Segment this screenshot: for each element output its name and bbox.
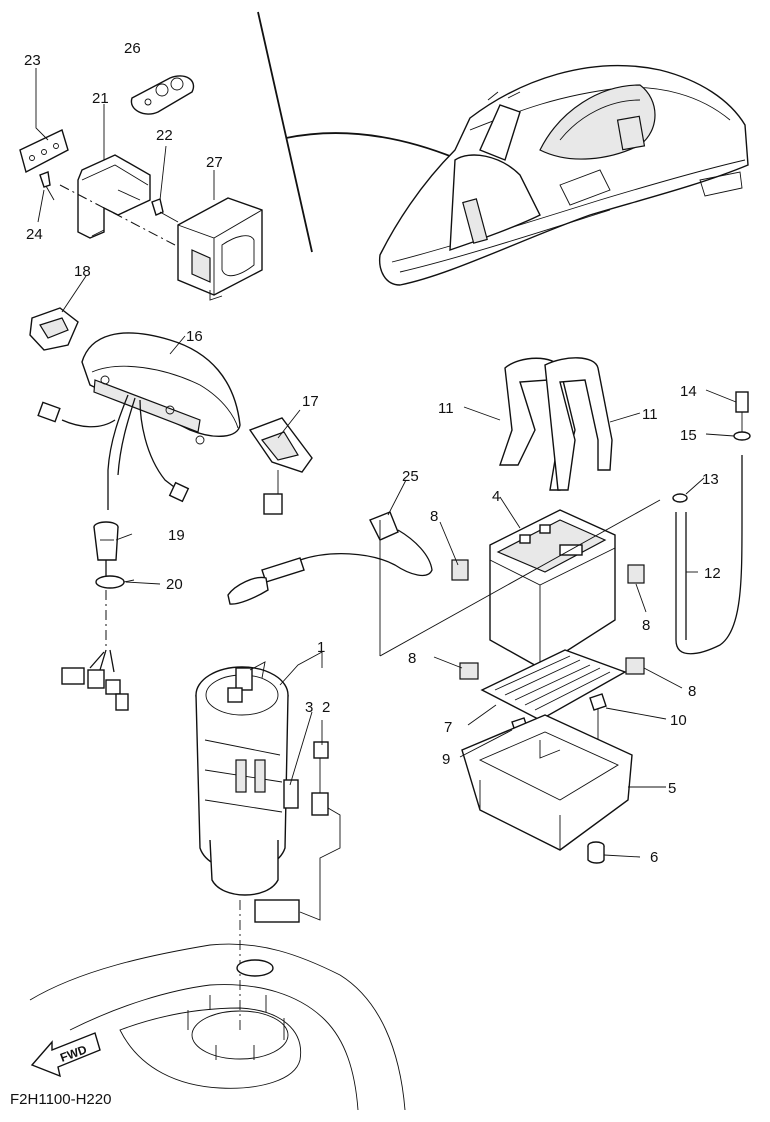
callout-24: 24 — [26, 226, 43, 243]
callout-18: 18 — [74, 263, 91, 280]
callout-3: 3 — [305, 699, 313, 716]
callout-leader-lines — [35, 68, 737, 858]
callout-11-right: 11 — [642, 406, 658, 423]
callout-1: 1 — [317, 639, 325, 656]
watercraft-illustration — [378, 64, 749, 286]
part-8-pad-right-upper — [627, 564, 645, 584]
fwd-arrow-icon: FWD — [30, 1032, 101, 1078]
part-26-remote-transmitter — [130, 75, 195, 115]
part-25-sensor — [227, 511, 433, 605]
part-4-battery — [489, 509, 616, 669]
callout-27: 27 — [206, 154, 223, 171]
callout-8-upper-left: 8 — [430, 508, 438, 525]
callout-17: 17 — [302, 393, 319, 410]
part-27-control-unit — [177, 197, 263, 301]
inset-divider-line — [257, 11, 313, 253]
figure-code: F2H1100-H220 — [10, 1091, 111, 1108]
part-11-battery-bands — [499, 357, 613, 491]
callout-12: 12 — [704, 565, 721, 582]
part-5-battery-box — [461, 714, 633, 851]
part-18-switch — [29, 307, 79, 351]
battery-assembly-line — [379, 499, 661, 657]
part-23-plate — [19, 129, 69, 174]
part-1-fuel-pump-assembly — [195, 661, 289, 1030]
part-15-clamp — [733, 431, 751, 441]
part-16-meter-assembly — [81, 332, 241, 445]
callouts: 1 2 3 4 5 6 7 8 8 8 8 9 10 11 11 12 13 1… — [24, 40, 721, 866]
part-21-bracket — [77, 154, 151, 239]
fuel-tank — [29, 943, 406, 1111]
callout-14: 14 — [680, 383, 697, 400]
callout-2: 2 — [322, 699, 330, 716]
part-17-switch — [248, 417, 313, 515]
callout-23: 23 — [24, 52, 41, 69]
inset-leader-line — [285, 132, 456, 159]
part-6-damper — [587, 841, 605, 864]
part-24-screw — [39, 171, 55, 201]
callout-11-left: 11 — [438, 400, 454, 417]
callout-20: 20 — [166, 576, 183, 593]
lower-harness-connectors — [61, 649, 129, 711]
part-20-clamp — [95, 575, 135, 589]
assembly-line-21-27 — [59, 184, 176, 246]
callout-13: 13 — [702, 471, 719, 488]
part-14-breather-fitting — [735, 391, 749, 432]
part-22-screw — [151, 198, 179, 223]
callout-19: 19 — [168, 527, 185, 544]
part-8-pad-left-upper — [451, 559, 469, 581]
callout-8-lower-right: 8 — [688, 683, 696, 700]
callout-5: 5 — [668, 780, 676, 797]
callout-8-lower-left: 8 — [408, 650, 416, 667]
callout-6: 6 — [650, 849, 658, 866]
part-8-pad-right-lower — [625, 657, 645, 675]
part-13-clip — [672, 493, 688, 503]
callout-10: 10 — [670, 712, 687, 729]
callout-8-upper-right: 8 — [642, 617, 650, 634]
callout-25: 25 — [402, 468, 419, 485]
callout-15: 15 — [680, 427, 697, 444]
part-2-lead-wire — [254, 741, 341, 923]
part-7-mat — [480, 649, 627, 721]
part-8-pad-left-lower — [459, 662, 479, 680]
callout-26: 26 — [124, 40, 141, 57]
meter-harness — [37, 394, 190, 510]
part-12-breather-hose — [675, 455, 743, 655]
callout-7: 7 — [444, 719, 452, 736]
callout-9: 9 — [442, 751, 450, 768]
callout-16: 16 — [186, 328, 203, 345]
callout-4: 4 — [492, 488, 500, 505]
callout-21: 21 — [92, 90, 109, 107]
callout-22: 22 — [156, 127, 173, 144]
part-3-filter — [283, 779, 299, 809]
part-10-bolt — [589, 693, 607, 740]
part-19-grommet — [93, 521, 119, 561]
